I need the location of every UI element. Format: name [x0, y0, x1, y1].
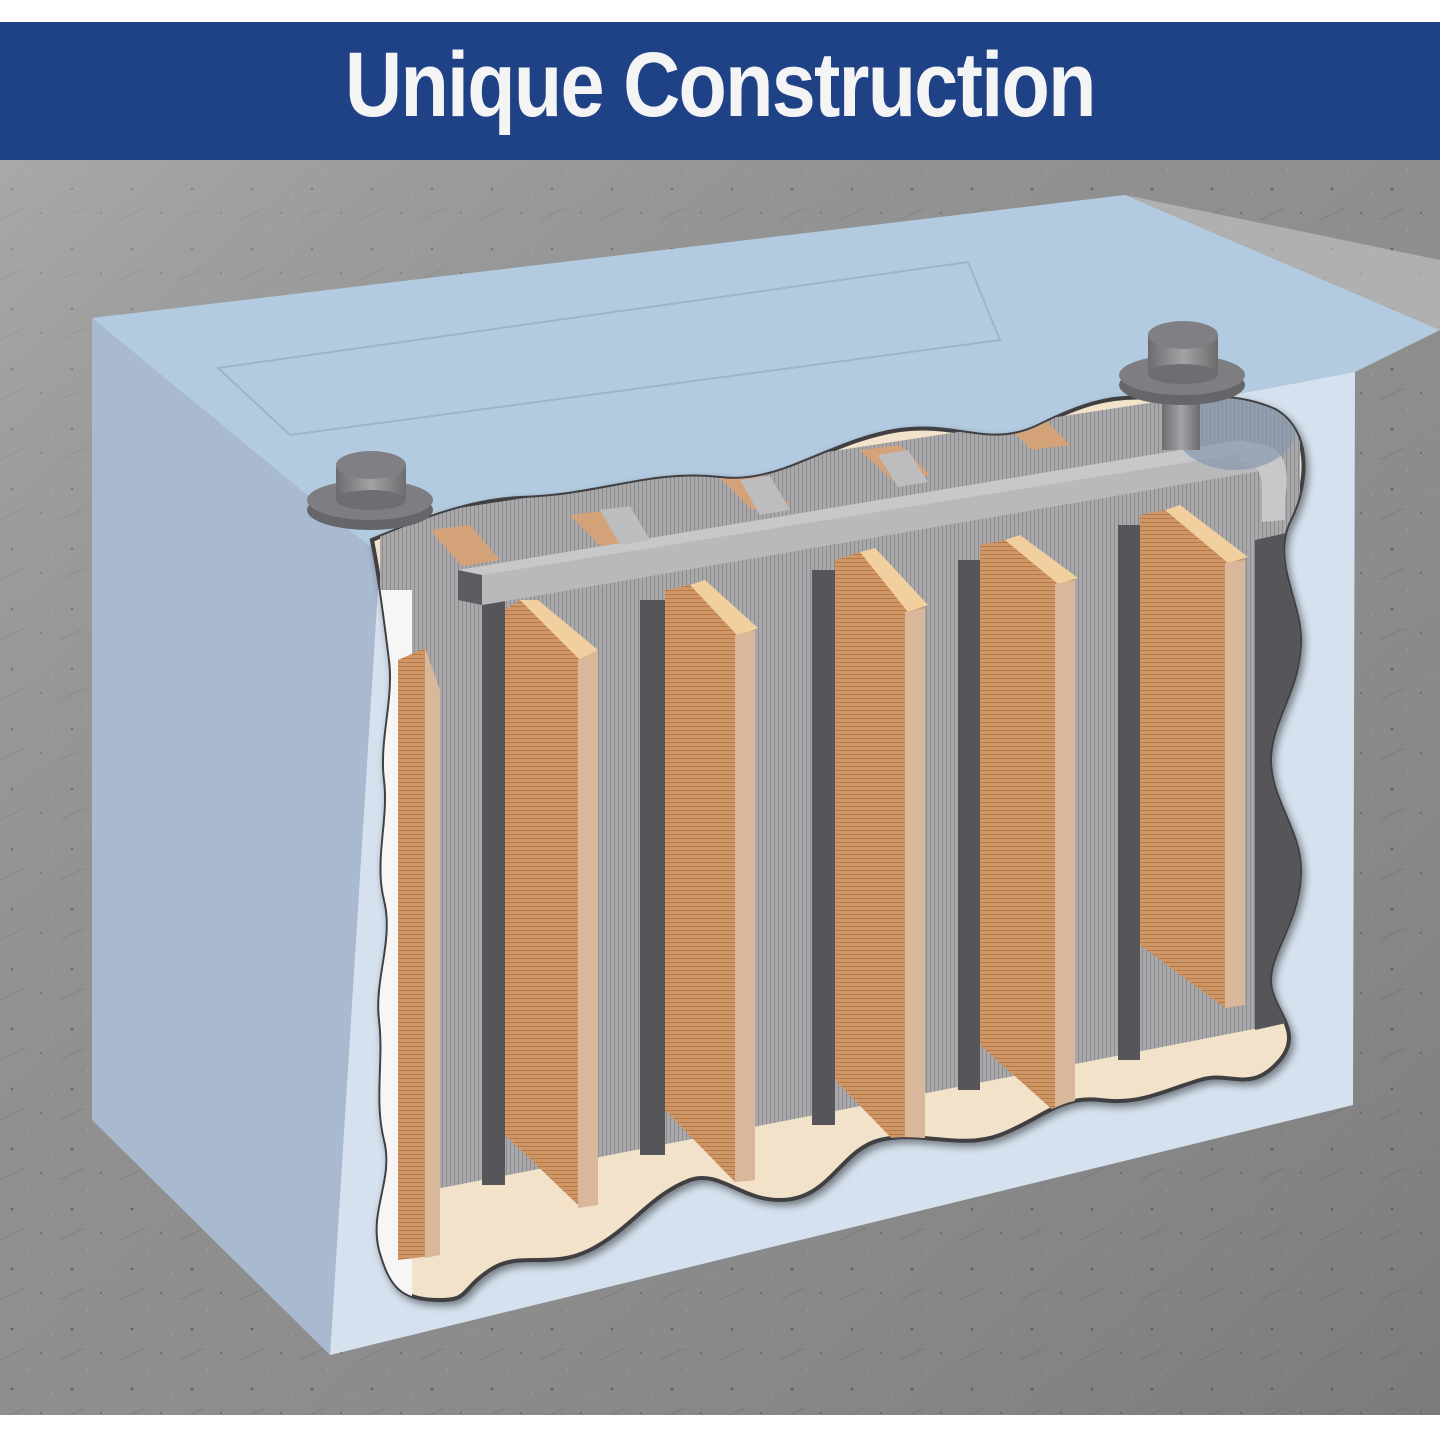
battery-internals: [372, 397, 1300, 1301]
battery-illustration: [0, 160, 1440, 1415]
negative-terminal-post: [307, 451, 433, 530]
banner-title: Unique Construction: [345, 34, 1096, 136]
battery-side-face: [92, 318, 380, 1355]
title-banner: Unique Construction: [0, 22, 1440, 162]
battery-lid-recess: [215, 260, 1002, 437]
positive-terminal-post: [1119, 321, 1245, 405]
battery-top-face: [92, 195, 1440, 555]
